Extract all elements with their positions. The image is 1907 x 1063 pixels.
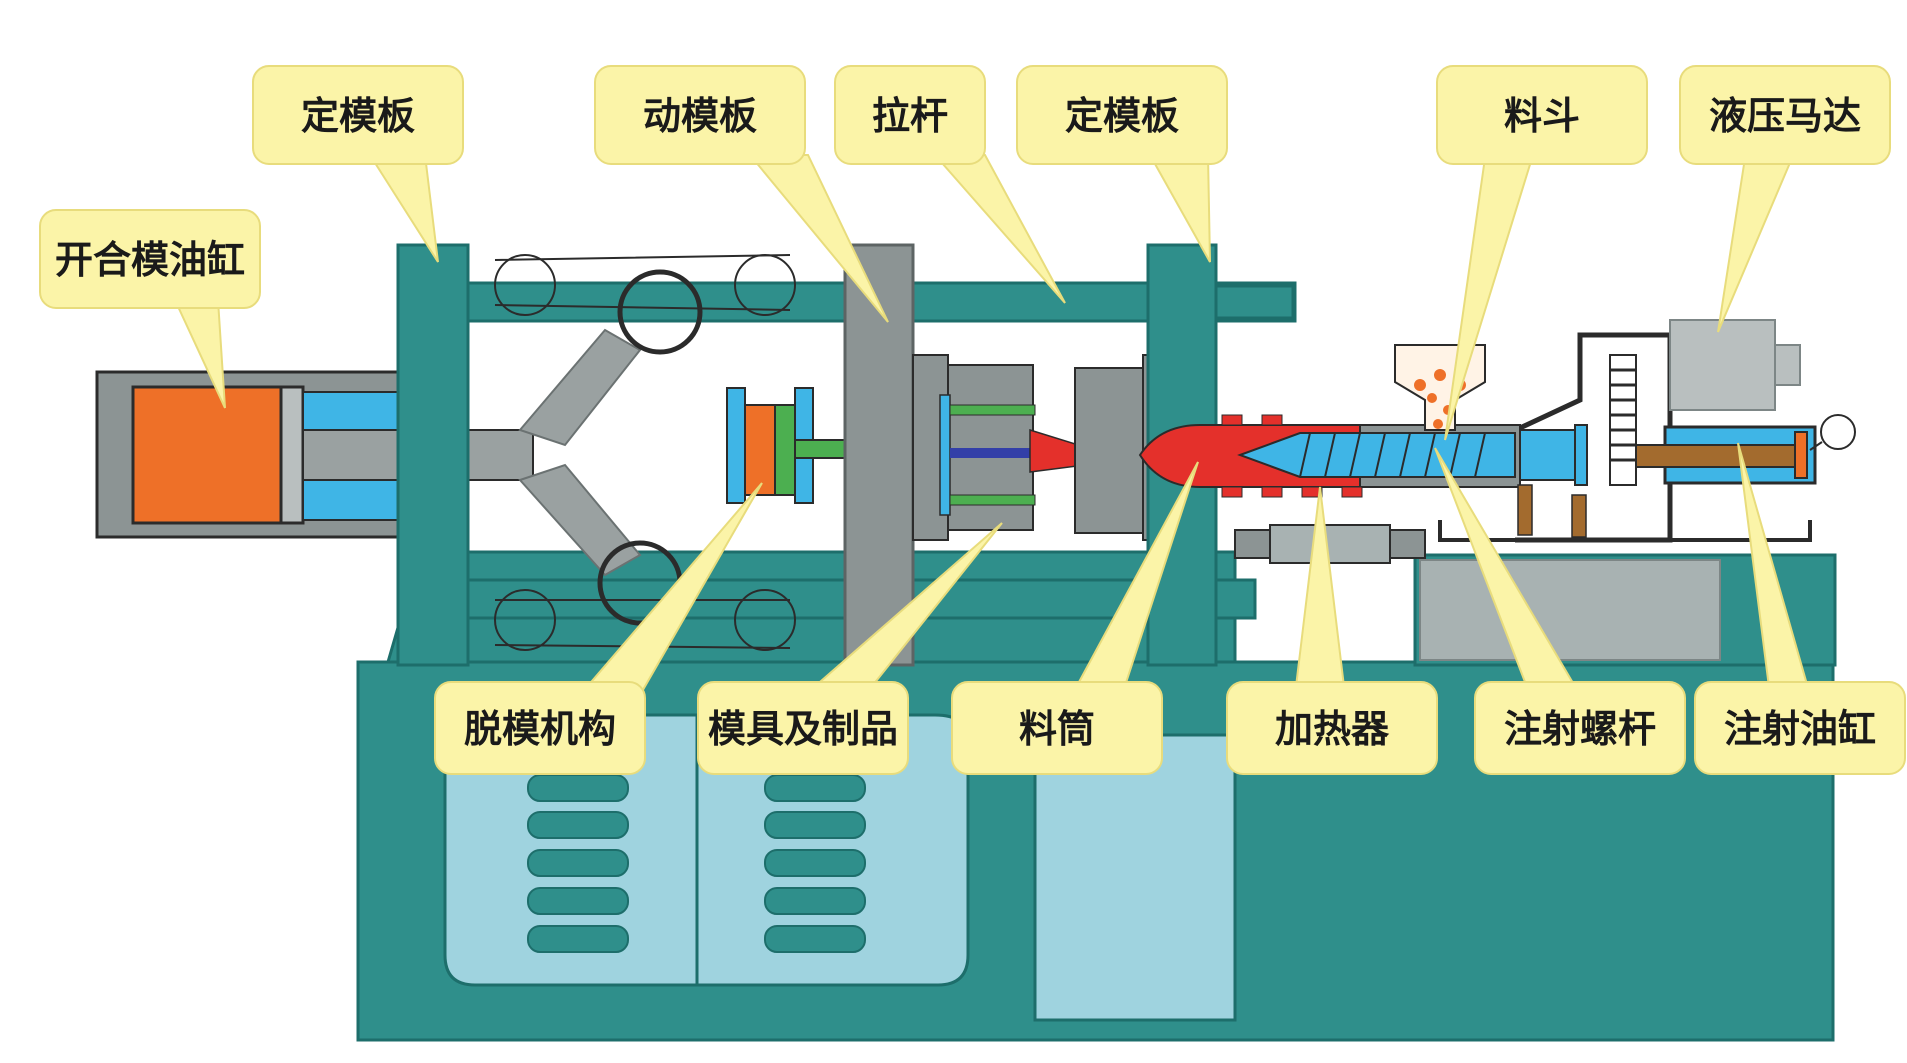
label-clamp-cylinder: 开合模油缸 [55, 238, 245, 282]
callout-barrel: 料筒 [951, 681, 1163, 775]
label-tie-bar: 拉杆 [872, 94, 948, 138]
vent-slots [527, 774, 866, 953]
callout-hydraulic-motor: 液压马达 [1679, 65, 1891, 165]
callout-screw: 注射螺杆 [1474, 681, 1686, 775]
callout-fixed-platen-right: 定模板 [1016, 65, 1228, 165]
label-mold-product: 模具及制品 [708, 707, 898, 751]
ejector-mechanism [726, 387, 941, 504]
hopper [1394, 344, 1486, 431]
callout-mold-product: 模具及制品 [697, 681, 909, 775]
machine-base [356, 550, 1837, 1042]
label-barrel: 料筒 [1019, 707, 1095, 751]
label-hopper: 料斗 [1504, 94, 1580, 138]
callout-pointers [173, 154, 1812, 696]
label-injection-cylinder: 注射油缸 [1724, 707, 1876, 751]
callout-fixed-platen-left: 定模板 [252, 65, 464, 165]
label-moving-platen: 动模板 [643, 94, 757, 138]
callout-hopper: 料斗 [1436, 65, 1648, 165]
hydraulic-motor [1669, 319, 1776, 411]
label-screw: 注射螺杆 [1504, 707, 1656, 751]
label-fixed-platen-right: 定模板 [1065, 94, 1179, 138]
label-hydraulic-motor: 液压马达 [1709, 94, 1861, 138]
cabinet-panel-right [1033, 733, 1237, 1022]
callout-ejector: 脱模机构 [434, 681, 646, 775]
callout-clamp-cylinder: 开合模油缸 [39, 209, 261, 309]
toggle-linkage [494, 254, 796, 651]
fixed-platen-left [396, 243, 470, 667]
callout-moving-platen: 动模板 [594, 65, 806, 165]
moving-platen [843, 243, 915, 667]
mold [912, 354, 1179, 541]
label-ejector: 脱模机构 [464, 707, 616, 751]
callout-injection-cylinder: 注射油缸 [1694, 681, 1906, 775]
label-heater: 加热器 [1275, 707, 1390, 751]
callout-heater: 加热器 [1226, 681, 1438, 775]
callout-tie-bar: 拉杆 [834, 65, 986, 165]
label-fixed-platen-left: 定模板 [301, 94, 415, 138]
